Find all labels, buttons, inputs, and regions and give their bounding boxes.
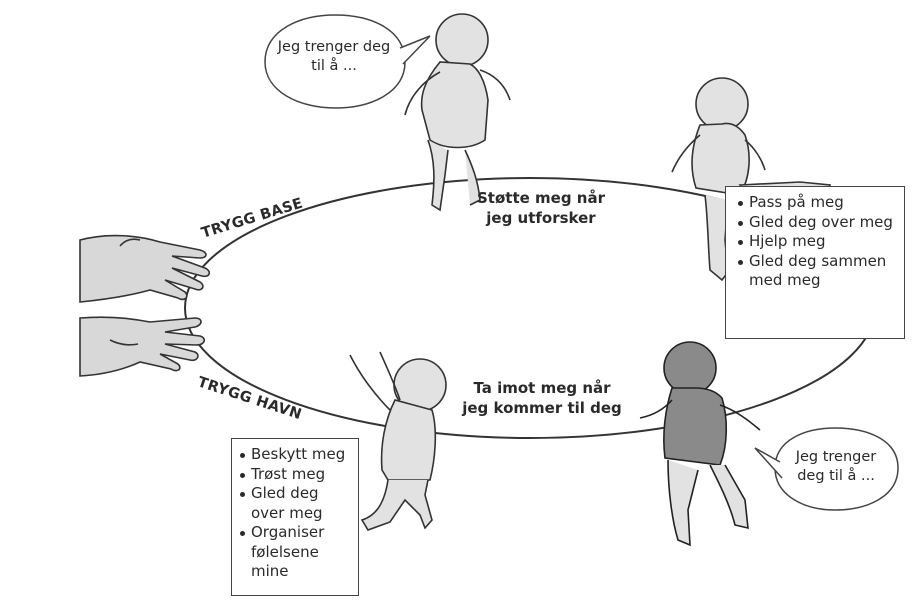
toddler-returning [639, 341, 761, 547]
toddler-walking-away [404, 13, 511, 212]
caption-exploration: Støtte meg når jeg utforsker [477, 189, 605, 227]
speech-bubble-top-text: Jeg trenger deg til å ... [277, 39, 391, 74]
list-item: Trøst meg [238, 465, 354, 485]
speech-bubble-top [264, 14, 431, 109]
list-item: Gled deg sammen med meg [736, 252, 898, 291]
toddler-reaching-up [349, 351, 447, 531]
list-item: Gled deg over meg [238, 484, 354, 523]
list-item: Gled deg over meg [736, 213, 898, 233]
speech-bubble-bottom-text: Jeg trenger deg til å ... [795, 449, 877, 484]
list-item: Pass på meg [736, 193, 898, 213]
list-item: Hjelp meg [736, 232, 898, 252]
list-item: Beskytt meg [238, 445, 354, 465]
hands-figure [79, 234, 211, 377]
speech-bubble-bottom [754, 427, 899, 511]
list-item: Organiser følelsene mine [238, 523, 354, 582]
caption-return: Ta imot meg når jeg kommer til deg [462, 379, 622, 417]
